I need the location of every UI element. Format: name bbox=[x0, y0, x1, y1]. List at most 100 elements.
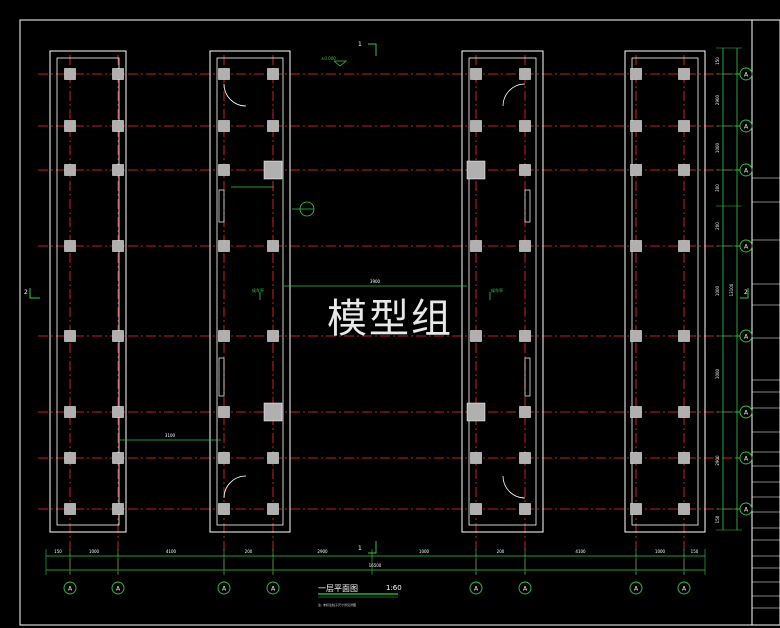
column bbox=[678, 240, 690, 252]
axis-circle bbox=[518, 581, 532, 595]
drawing-frame bbox=[19, 19, 780, 626]
axis-circle bbox=[739, 502, 753, 516]
column bbox=[630, 330, 642, 342]
room-label: 候车亭 bbox=[252, 287, 264, 293]
column bbox=[519, 503, 531, 515]
wall-outlines bbox=[49, 50, 706, 533]
section-arrow-bottom bbox=[368, 541, 377, 554]
column bbox=[519, 68, 531, 80]
column bbox=[64, 68, 76, 80]
column bbox=[263, 402, 283, 422]
column bbox=[218, 240, 230, 252]
axis-circle bbox=[629, 581, 643, 595]
axis-label: A bbox=[744, 334, 749, 341]
axis-circle bbox=[739, 239, 753, 253]
column bbox=[64, 164, 76, 176]
dim-text: 1000 bbox=[89, 549, 100, 554]
axis-label: A bbox=[744, 168, 749, 175]
dim-text: 1000 bbox=[715, 142, 720, 153]
door-swing bbox=[223, 475, 247, 499]
column bbox=[630, 68, 642, 80]
window-opening bbox=[524, 189, 531, 223]
axis-label: A bbox=[68, 586, 73, 593]
wall-inner bbox=[216, 57, 284, 526]
wall-outer bbox=[49, 50, 127, 533]
column bbox=[678, 406, 690, 418]
column bbox=[64, 406, 76, 418]
column bbox=[112, 503, 124, 515]
drawing-title: 一层平面图 bbox=[318, 584, 358, 593]
column bbox=[519, 120, 531, 132]
dim-text: 4100 bbox=[166, 549, 177, 554]
wall-outer bbox=[461, 50, 544, 533]
axis-circle bbox=[739, 119, 753, 133]
dim-text: 2900 bbox=[317, 549, 328, 554]
axis-circle bbox=[739, 67, 753, 81]
column bbox=[267, 68, 279, 80]
column bbox=[112, 406, 124, 418]
column bbox=[630, 452, 642, 464]
column bbox=[112, 452, 124, 464]
column bbox=[678, 330, 690, 342]
wall-inner bbox=[468, 57, 537, 526]
watermark-text: 模型组 bbox=[327, 296, 453, 342]
wall-outer bbox=[624, 50, 706, 533]
window-opening bbox=[218, 189, 225, 223]
title-block bbox=[318, 177, 780, 609]
column bbox=[112, 330, 124, 342]
column bbox=[678, 164, 690, 176]
dim-left-text: 3100 bbox=[165, 433, 176, 438]
column bbox=[466, 402, 486, 422]
dim-text: 4100 bbox=[575, 549, 586, 554]
column bbox=[630, 120, 642, 132]
column bbox=[267, 120, 279, 132]
dim-text: 150 bbox=[54, 549, 62, 554]
section-mark-left: 2 bbox=[24, 289, 28, 296]
outer-border bbox=[19, 19, 780, 626]
window-opening bbox=[218, 357, 225, 397]
dim-text: 1000 bbox=[419, 549, 430, 554]
column bbox=[267, 330, 279, 342]
column bbox=[112, 240, 124, 252]
axis-lines bbox=[38, 55, 735, 575]
axis-circle bbox=[739, 451, 753, 465]
column bbox=[519, 452, 531, 464]
section-mark-bottom: 1 bbox=[358, 545, 362, 552]
column bbox=[466, 160, 486, 180]
axis-circle bbox=[111, 581, 125, 595]
wall-outer bbox=[209, 50, 291, 533]
column bbox=[470, 330, 482, 342]
column bbox=[630, 503, 642, 515]
axis-circle bbox=[469, 581, 483, 595]
wall-inner bbox=[631, 57, 699, 526]
column bbox=[678, 68, 690, 80]
column bbox=[64, 330, 76, 342]
column bbox=[630, 406, 642, 418]
column bbox=[470, 120, 482, 132]
dim-text: 150 bbox=[715, 515, 720, 523]
axis-label: A bbox=[634, 586, 639, 593]
column bbox=[263, 160, 283, 180]
axis-circle bbox=[739, 163, 753, 177]
dim-mid-text: 3900 bbox=[370, 279, 381, 284]
column bbox=[470, 68, 482, 80]
section-mark-right: 2 bbox=[744, 289, 748, 296]
structural-columns bbox=[64, 68, 690, 515]
dim-text: 150 bbox=[715, 57, 720, 65]
column bbox=[218, 120, 230, 132]
column bbox=[470, 452, 482, 464]
elevation-text: ±0.000 bbox=[321, 56, 336, 61]
axis-circle bbox=[63, 581, 77, 595]
column bbox=[267, 503, 279, 515]
door-swing bbox=[502, 475, 526, 499]
column bbox=[267, 452, 279, 464]
column bbox=[470, 240, 482, 252]
door-swing bbox=[223, 83, 247, 107]
column bbox=[470, 503, 482, 515]
column bbox=[218, 68, 230, 80]
dim-text: 200 bbox=[245, 549, 253, 554]
dim-text: 300 bbox=[715, 184, 720, 192]
